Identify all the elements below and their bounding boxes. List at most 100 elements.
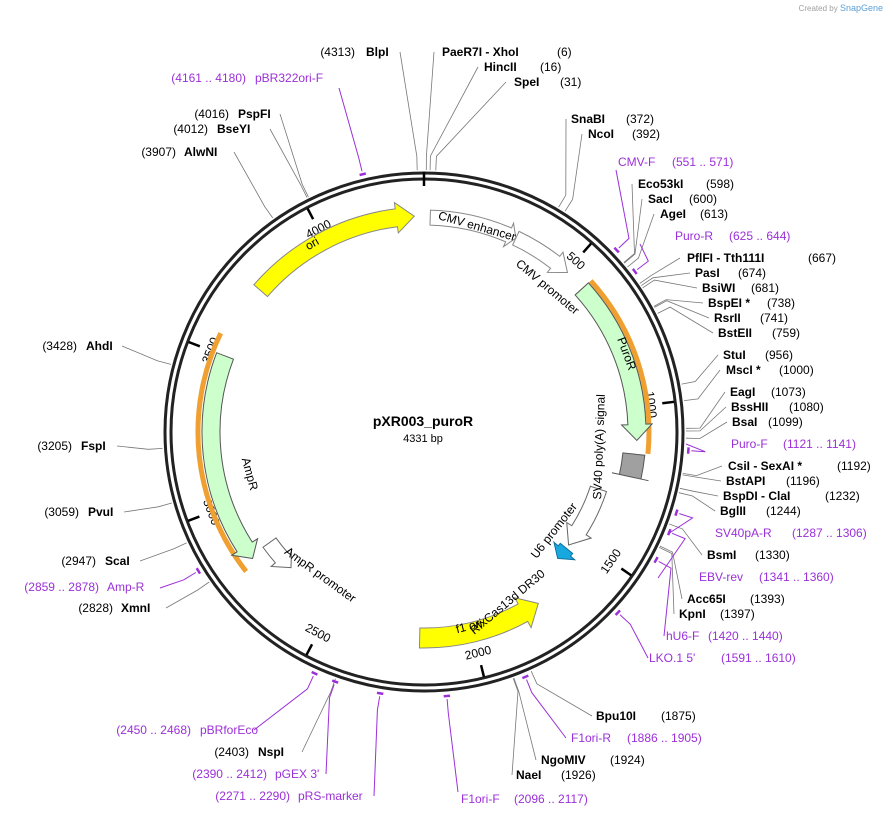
enzyme-position: (1000) [779,363,814,377]
primer-marker [195,567,202,575]
primer-leader-line [373,696,381,797]
enzyme-leader-line [139,542,187,562]
tick-label: 1500 [597,546,624,576]
primer-marker [631,268,638,275]
tick-mark [582,242,593,254]
tick-mark [305,643,314,656]
primer-range: (1287 .. 1306) [792,526,867,540]
primer-leader-line [446,698,459,793]
enzyme-leader-line [623,183,635,263]
enzyme-name: XmnI [121,601,150,615]
enzyme-name: BsiWI [702,281,735,295]
enzyme-name: CsiI - SexAI * [728,459,802,473]
feature-label: AmpR [239,456,261,492]
enzyme-position: (4016) [194,107,229,121]
enzyme-position: (956) [765,348,793,362]
enzyme-leader-line [116,445,163,450]
enzyme-leader-line [123,502,172,513]
enzyme-leader-line [121,345,172,365]
tick-mark [187,515,200,522]
enzyme-name: BglII [720,504,746,518]
primer-name: hU6-F [666,629,699,643]
tick-mark [620,567,632,577]
enzyme-name: StuI [723,348,746,362]
enzyme-leader-line [530,670,593,717]
tick-mark [662,400,675,405]
primer-range: (551 .. 571) [672,155,733,169]
enzyme-name: BstEII [718,326,752,340]
enzyme-leader-line [301,678,336,753]
dr30-arrow [553,540,577,561]
enzyme-name: PaeR7I - XhoI [442,45,519,59]
tick-mark [306,207,315,220]
enzyme-position: (1926) [561,768,596,782]
primer-range: (625 .. 644) [729,229,790,243]
snapgene-credit: Created by SnapGene [799,3,883,13]
enzyme-position: (1192) [837,459,871,473]
primer-range: (2859 .. 2878) [24,580,99,594]
enzyme-position: (681) [751,281,779,295]
plasmid-size: 4331 bp [403,433,443,445]
enzyme-leader-line [682,474,722,482]
enzyme-position: (3059) [44,505,79,519]
enzyme-name: AhdI [86,339,113,353]
primer-name: SV40pA-R [715,526,772,540]
enzyme-leader-line [657,306,714,334]
leader-lines [116,51,728,797]
enzyme-name: PspFI [238,107,271,121]
enzyme-leader-line [641,272,691,286]
enzyme-position: (759) [772,326,800,340]
enzyme-leader-line [564,133,583,212]
enzyme-name: PvuI [88,505,113,519]
primer-leader-line [636,243,649,270]
enzyme-position: (4313) [320,45,355,59]
enzyme-position: (2403) [214,745,249,759]
enzyme-name: SacI [648,192,673,206]
enzyme-name: FspI [81,439,106,453]
primer-name: F1ori-F [461,792,500,806]
enzyme-leader-line [511,678,519,776]
enzyme-name: BsmI [707,548,736,562]
primer-marker [359,172,367,177]
enzyme-position: (738) [767,296,795,310]
primer-marker [376,691,384,696]
enzyme-leader-line [269,128,308,198]
primer-marker [311,670,318,676]
primer-marker [666,528,672,536]
enzyme-position: (4012) [173,122,208,136]
enzyme-position: (31) [560,75,581,89]
enzyme-leader-line [684,369,721,401]
enzyme-name: ScaI [105,554,130,568]
primer-range: (2390 .. 2412) [192,767,267,781]
enzyme-name: NgoMIV [541,753,586,767]
enzyme-position: (392) [632,127,660,141]
enzyme-leader-line [669,523,703,556]
enzyme-position: (1393) [750,592,785,606]
puror-arrow [574,282,654,442]
enzyme-name: BsaI [732,415,757,429]
primer-range: (1591 .. 1610) [721,651,796,665]
enzyme-leader-line [425,51,435,171]
enzyme-name: BspDI - ClaI [723,489,790,503]
enzyme-leader-line [685,406,727,432]
enzyme-name: BstAPI [726,474,765,488]
enzyme-position: (2828) [78,601,113,615]
enzyme-name: BssHII [731,400,768,414]
enzyme-position: (1232) [825,489,860,503]
primer-name: pGEX 3' [275,767,319,781]
primer-range: (1420 .. 1440) [708,629,783,643]
enzyme-position: (6) [557,45,572,59]
primer-name: LKO.1 5' [649,651,695,665]
tick-mark [188,340,201,348]
primer-leader-line [685,443,706,453]
enzyme-leader-line [627,213,655,268]
primer-leader-line [657,532,686,579]
primer-leader-line [619,614,649,659]
enzyme-position: (1099) [768,415,803,429]
ampr-orf-arc [195,332,249,573]
primer-name: pRS-marker [298,789,363,803]
enzyme-name: NcoI [588,127,614,141]
enzyme-position: (372) [626,112,654,126]
enzyme-position: (3428) [42,339,77,353]
